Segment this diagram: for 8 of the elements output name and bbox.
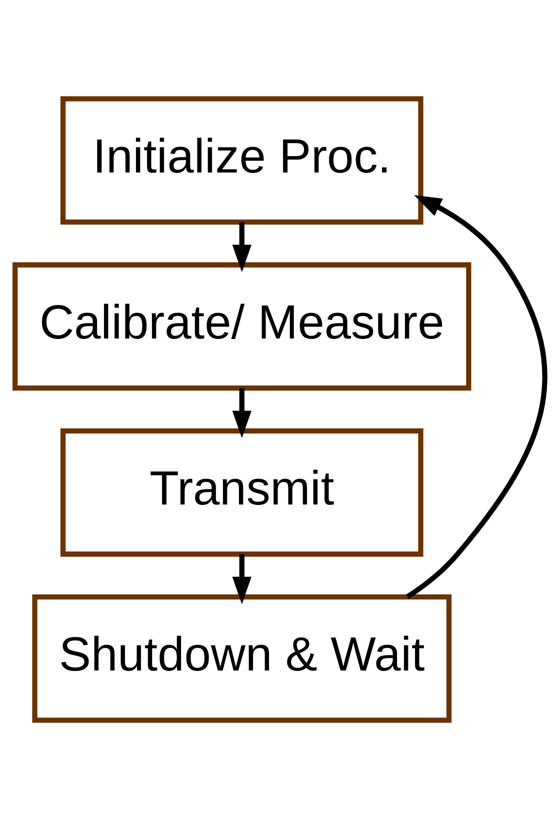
arrow	[232, 554, 252, 604]
node-box: Shutdown & Wait	[32, 594, 452, 722]
arrow	[406, 194, 548, 598]
arrow	[232, 388, 252, 438]
arrow	[232, 222, 252, 272]
node-box: Initialize Proc.	[60, 96, 424, 224]
node-box: Calibrate/ Measure	[12, 262, 472, 390]
node-box: Transmit	[60, 428, 424, 556]
